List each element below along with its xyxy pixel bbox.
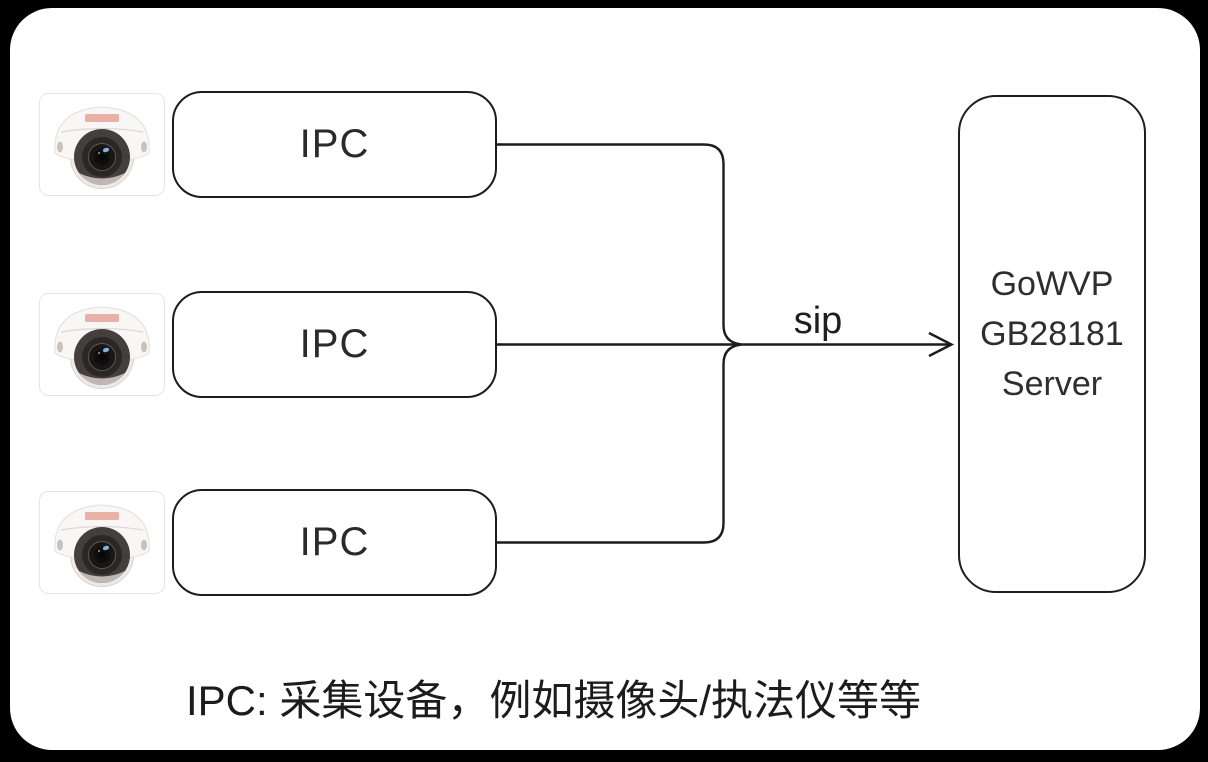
server-node-label: GoWVP GB28181 Server bbox=[980, 259, 1124, 409]
server-label-line1: GoWVP bbox=[990, 265, 1114, 303]
dome-camera-image bbox=[39, 293, 165, 396]
ipc-node-label: IPC bbox=[299, 520, 370, 564]
gowvp-server-node: GoWVP GB28181 Server bbox=[958, 95, 1146, 593]
ipc-node-label: IPC bbox=[299, 122, 370, 166]
ipc-node-3: IPC bbox=[172, 489, 497, 596]
ipc-node-2: IPC bbox=[172, 291, 497, 398]
dome-camera-image bbox=[39, 491, 165, 594]
dome-camera-image bbox=[39, 93, 165, 196]
ipc-node-label: IPC bbox=[299, 322, 370, 366]
ipc-node-1: IPC bbox=[172, 91, 497, 198]
server-label-line2: GB28181 bbox=[980, 315, 1124, 353]
edge-label-sip: sip bbox=[793, 300, 843, 342]
server-label-line3: Server bbox=[1001, 365, 1103, 403]
diagram-caption: IPC: 采集设备，例如摄像头/执法仪等等 bbox=[186, 677, 922, 724]
